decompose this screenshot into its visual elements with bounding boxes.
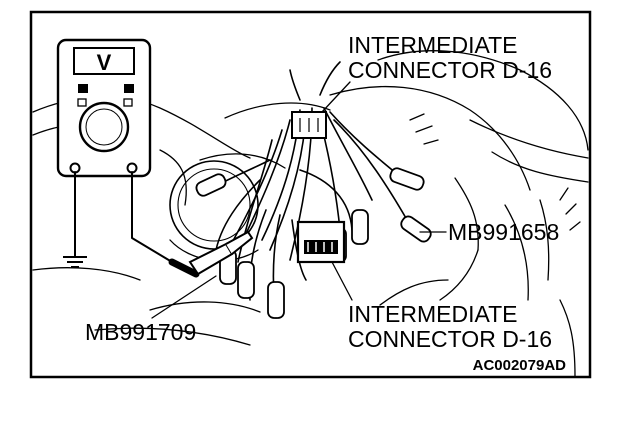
leader-probe-tool xyxy=(151,275,217,319)
ground-icon xyxy=(63,256,87,268)
voltmeter: V xyxy=(56,38,152,178)
label-bottom-connector-line2: CONNECTOR D-16 xyxy=(348,326,552,352)
engine-bay-outline xyxy=(32,50,589,377)
meter-display-symbol: V xyxy=(97,50,112,75)
clip-7 xyxy=(267,281,285,319)
meter-display xyxy=(73,47,135,75)
connector-top xyxy=(291,111,327,139)
clip-3 xyxy=(351,209,369,245)
meter-range-indicator-2 xyxy=(124,84,134,93)
probe-clip xyxy=(188,230,254,276)
leader-lines xyxy=(151,81,447,319)
figure-code: AC002079AD xyxy=(473,357,567,374)
leader-bottom-connector xyxy=(331,261,353,301)
clip-5 xyxy=(237,261,255,299)
test-harness-wires xyxy=(211,61,411,319)
label-top-connector-line2: CONNECTOR D-16 xyxy=(348,57,552,83)
leader-top-connector xyxy=(321,81,351,113)
positive-lead xyxy=(131,171,200,278)
label-harness-tool: MB991658 xyxy=(448,219,559,245)
label-top-connector-line1: INTERMEDIATE xyxy=(348,32,518,58)
clip-8 xyxy=(195,173,227,197)
label-probe-tool: MB991709 xyxy=(85,319,196,345)
clip-2 xyxy=(400,215,432,243)
clip-1 xyxy=(389,167,425,191)
label-bottom-connector-line1: INTERMEDIATE xyxy=(348,301,518,327)
meter-range-indicator xyxy=(78,84,88,93)
connector-bottom xyxy=(296,220,346,264)
meter-dial[interactable] xyxy=(78,101,130,153)
